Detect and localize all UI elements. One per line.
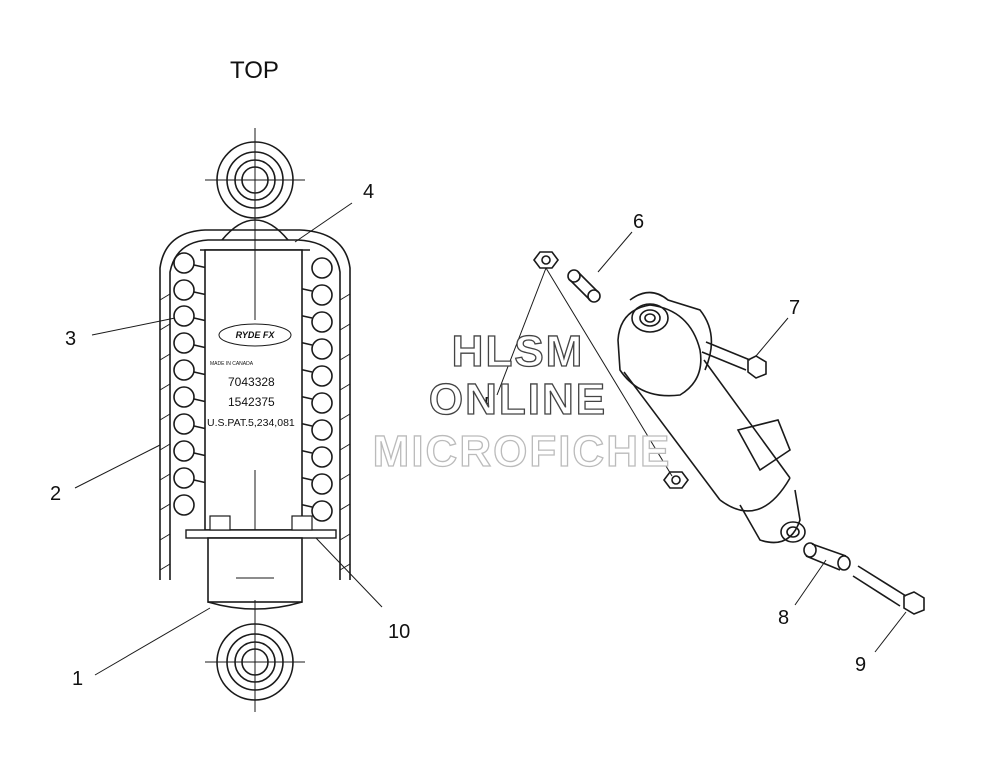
- shock-body: [204, 200, 303, 540]
- spring-cover: [159, 229, 351, 580]
- callout-4: 4: [363, 181, 374, 203]
- callout-numbers: 1 2 3 4 5 6 7 8 9 10: [50, 181, 866, 690]
- nut-bottom: [663, 471, 689, 489]
- patent-text: U.S.PAT.5,234,081: [207, 417, 295, 429]
- part-number-1: 7043328: [228, 375, 275, 389]
- callout-6: 6: [633, 211, 644, 233]
- bottom-eyelet: [205, 612, 305, 712]
- callout-7: 7: [789, 297, 800, 319]
- nut-top: [533, 251, 559, 269]
- callout-2: 2: [50, 483, 61, 505]
- watermark-line-2: ONLINE: [429, 375, 607, 424]
- ryde-fx-logo: [218, 323, 292, 347]
- shock-printing: RYDE FX MADE IN CANADA 7043328 1542375 U…: [207, 323, 295, 429]
- watermark-line-3: MICROFICHE: [373, 427, 672, 476]
- leader-lines: [74, 202, 907, 676]
- spring-seat: [185, 515, 337, 539]
- callout-9: 9: [855, 654, 866, 676]
- callout-3: 3: [65, 328, 76, 350]
- origin-text: MADE IN CANADA: [210, 361, 254, 367]
- view-label-top: TOP: [230, 57, 279, 84]
- watermark: HLSM ONLINE MICROFICHE: [372, 326, 672, 476]
- bushing-8: [803, 542, 851, 571]
- shock-exploded-view: [533, 251, 925, 615]
- callout-10: 10: [388, 621, 410, 643]
- shock-body-exploded: [617, 291, 806, 544]
- logo-text: RYDE FX: [236, 330, 276, 340]
- watermark-line-1: HLSM: [452, 327, 585, 376]
- bushing-6: [567, 269, 601, 303]
- callout-8: 8: [778, 607, 789, 629]
- shock-front-view: TOP: [159, 57, 351, 712]
- callout-1: 1: [72, 668, 83, 690]
- bolt-9: [852, 565, 925, 615]
- callout-5: 5: [484, 394, 495, 416]
- part-number-2: 1542375: [228, 395, 275, 409]
- lower-tube: [207, 537, 303, 622]
